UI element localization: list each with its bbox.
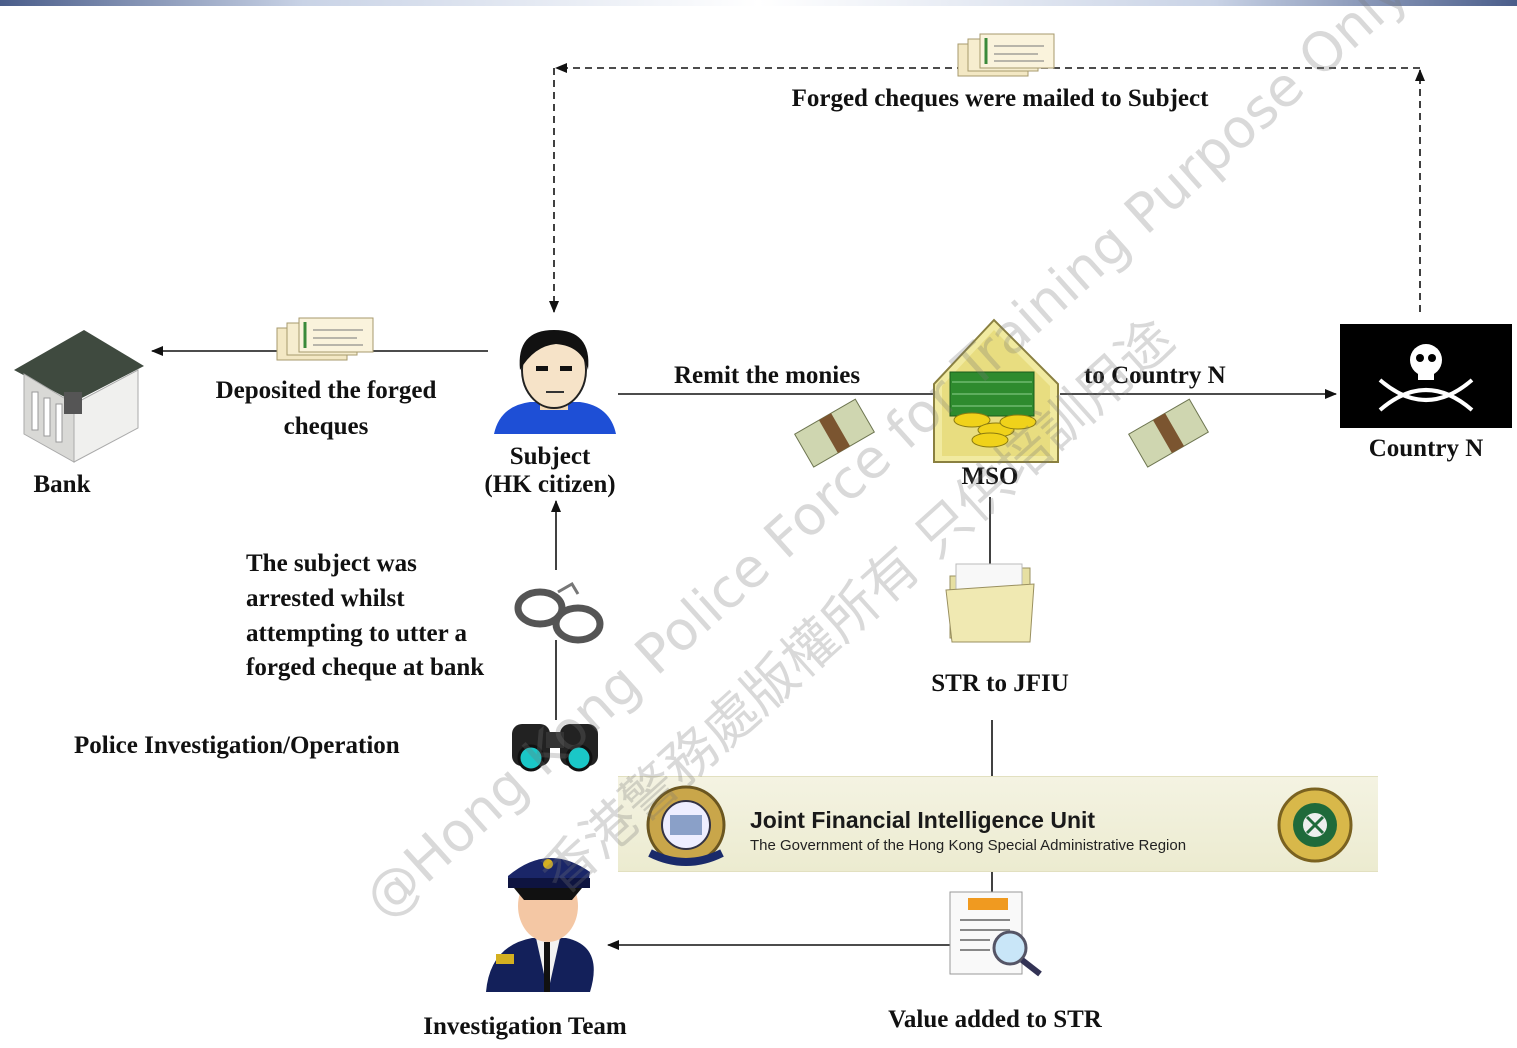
- police-officer-icon: [486, 857, 594, 992]
- edge-label-deposited-line1: Deposited the forged: [215, 377, 437, 404]
- node-label-subject-line2: (HK citizen): [484, 471, 616, 498]
- edge-label-str: STR to JFIU: [931, 670, 1069, 697]
- jfiu-title: Joint Financial Intelligence Unit: [750, 807, 1096, 833]
- binoculars-icon: [512, 724, 598, 772]
- edge-label-deposited-line2: cheques: [283, 413, 369, 440]
- edge-label-arrested-3: attempting to utter a: [246, 620, 468, 647]
- jfiu-banner: Joint Financial Intelligence Unit The Go…: [618, 776, 1378, 872]
- node-label-bank: Bank: [33, 471, 91, 498]
- handcuffs-icon: [514, 581, 604, 644]
- report-magnifier-icon: [949, 891, 1042, 977]
- edge-label-remit: Remit the monies: [674, 362, 861, 389]
- jfiu-subtitle: The Government of the Hong Kong Special …: [750, 837, 1187, 854]
- node-label-subject-line1: Subject: [509, 443, 591, 470]
- edge-label-arrested-1: The subject was: [246, 550, 417, 577]
- node-label-country: Country N: [1368, 435, 1484, 462]
- money-bundle-icon: [794, 398, 875, 468]
- money-bundle-icon: [1128, 398, 1209, 468]
- edge-label-to-country: to Country N: [1084, 362, 1226, 389]
- edge-label-police: Police Investigation/Operation: [74, 732, 400, 759]
- edge-label-value-added: Value added to STR: [888, 1006, 1102, 1033]
- bank-icon: [14, 330, 144, 463]
- customs-emblem-icon: [1277, 787, 1353, 863]
- edge-label-arrested-2: arrested whilst: [246, 585, 405, 612]
- cheque-icon: [957, 33, 1055, 77]
- edge-label-mailed: Forged cheques were mailed to Subject: [791, 85, 1209, 112]
- jfiu-emblem-icon: [646, 785, 726, 866]
- edge-label-arrested-4: forged cheque at bank: [246, 654, 485, 681]
- folder-icon: [945, 563, 1035, 643]
- subject-avatar-icon: [494, 330, 616, 434]
- node-label-investigation-team: Investigation Team: [423, 1013, 627, 1040]
- cheque-icon: [276, 317, 374, 361]
- mso-money-house-icon: [933, 318, 1059, 463]
- top-border-bar: [0, 0, 1517, 6]
- node-label-mso: MSO: [961, 463, 1019, 490]
- pirate-flag-icon: [1340, 324, 1512, 428]
